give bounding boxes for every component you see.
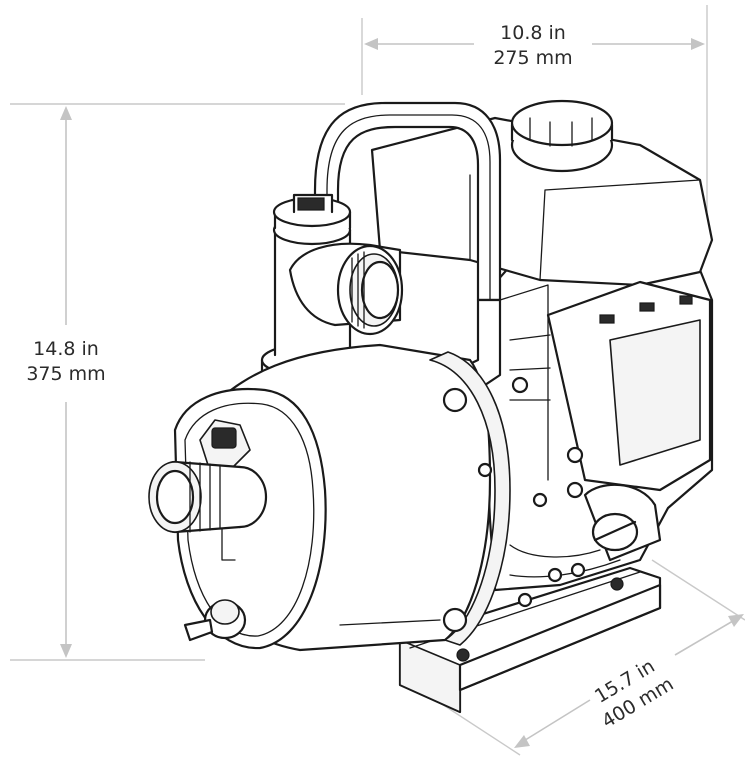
depth-extension-line-back [651, 559, 745, 621]
depth-arrowhead-upper [728, 614, 744, 627]
height-arrowhead-top [60, 106, 72, 120]
height-arrowhead-bottom [60, 644, 72, 658]
height-imperial-label: 14.8 in [33, 338, 99, 360]
depth-dimension-line-lower [521, 699, 591, 743]
width-imperial-label: 10.8 in [500, 22, 566, 44]
width-metric-label: 275 mm [493, 47, 572, 69]
engine [370, 99, 714, 608]
pump-housing [148, 343, 511, 652]
width-arrowhead-left [364, 38, 378, 50]
height-metric-label: 375 mm [26, 363, 105, 385]
width-dimension: 10.8 in 275 mm [361, 5, 708, 212]
depth-dimension-line-upper [674, 617, 739, 656]
depth-arrowhead-lower [514, 735, 530, 748]
width-arrowhead-right [691, 38, 705, 50]
pump-illustration [148, 99, 714, 714]
base-skid [398, 566, 662, 714]
height-dimension: 14.8 in 375 mm [10, 103, 345, 661]
